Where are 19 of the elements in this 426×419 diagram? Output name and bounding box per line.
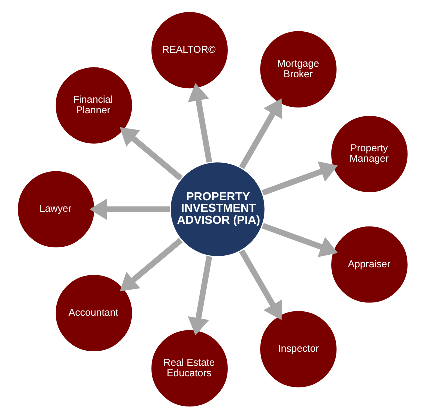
node-circle: Real Estate Educators <box>150 328 230 408</box>
arrow <box>239 98 282 170</box>
node-circle: Financial Planner <box>54 66 134 146</box>
node-circle: REALTOR© <box>150 10 230 90</box>
node-circle: Inspector <box>258 310 338 390</box>
node-circle: Mortgage Broker <box>258 30 338 110</box>
arrow <box>262 223 338 258</box>
node-circle: Property Manager <box>330 114 410 194</box>
arrow <box>239 250 282 320</box>
node-circle: Appraiser <box>330 224 410 305</box>
arrow <box>262 162 338 196</box>
node-circle: Lawyer <box>16 170 96 250</box>
arrow <box>188 256 212 336</box>
node-circle: PROPERTY INVESTMENT ADVISOR (PIA) <box>169 160 266 258</box>
arrow <box>120 127 183 181</box>
arrow <box>188 83 212 163</box>
arrow <box>90 198 170 220</box>
node-circle: Accountant <box>54 274 134 354</box>
arrow <box>120 238 183 292</box>
